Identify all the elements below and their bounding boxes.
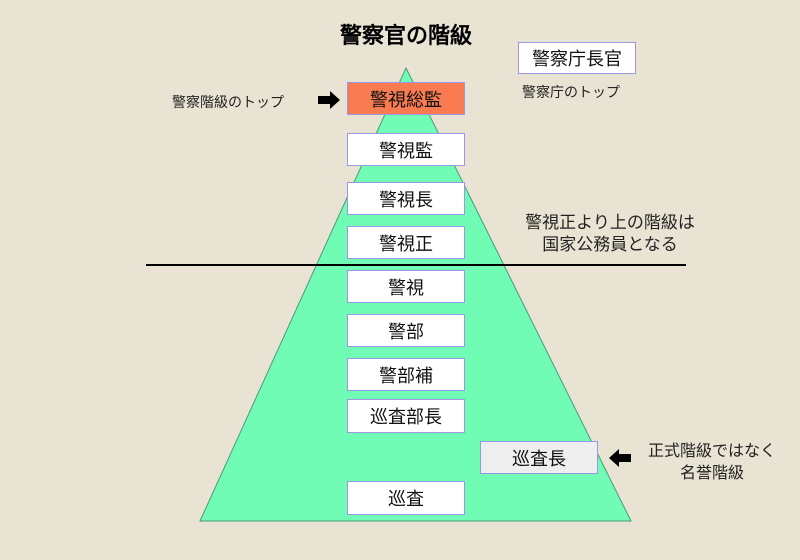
rank-box: 警視 (347, 270, 465, 303)
honorary-rank-box: 巡査長 (480, 441, 598, 474)
rank-box: 警部補 (347, 358, 465, 391)
national-note-line: 国家公務員となる (542, 235, 678, 255)
national-note-line: 警視正より上の階級は (525, 213, 695, 233)
diagram-title: 警察官の階級 (339, 24, 472, 49)
left-arrow-icon (609, 449, 631, 467)
rank-box: 警視長 (347, 182, 465, 215)
rank-box: 警部 (347, 314, 465, 347)
honorary-note-line: 正式階級ではなく (647, 441, 776, 460)
rank-box: 警視監 (347, 133, 465, 166)
honorary-note-line: 名誉階級 (679, 463, 744, 482)
rank-box-top: 警視総監 (347, 82, 465, 115)
agency-head-box: 警察庁長官 (518, 42, 636, 74)
rank-box: 巡査 (347, 481, 465, 515)
rank-box: 警視正 (347, 226, 465, 259)
rank-box: 巡査部長 (347, 399, 465, 433)
right-arrow-icon (318, 91, 340, 109)
national-note: 警視正より上の階級は 国家公務員となる (500, 212, 720, 256)
top-rank-note: 警察階級のトップ (172, 95, 284, 111)
honorary-note: 正式階級ではなく 名誉階級 (632, 440, 792, 484)
agency-head-note: 警察庁のトップ (522, 85, 620, 101)
